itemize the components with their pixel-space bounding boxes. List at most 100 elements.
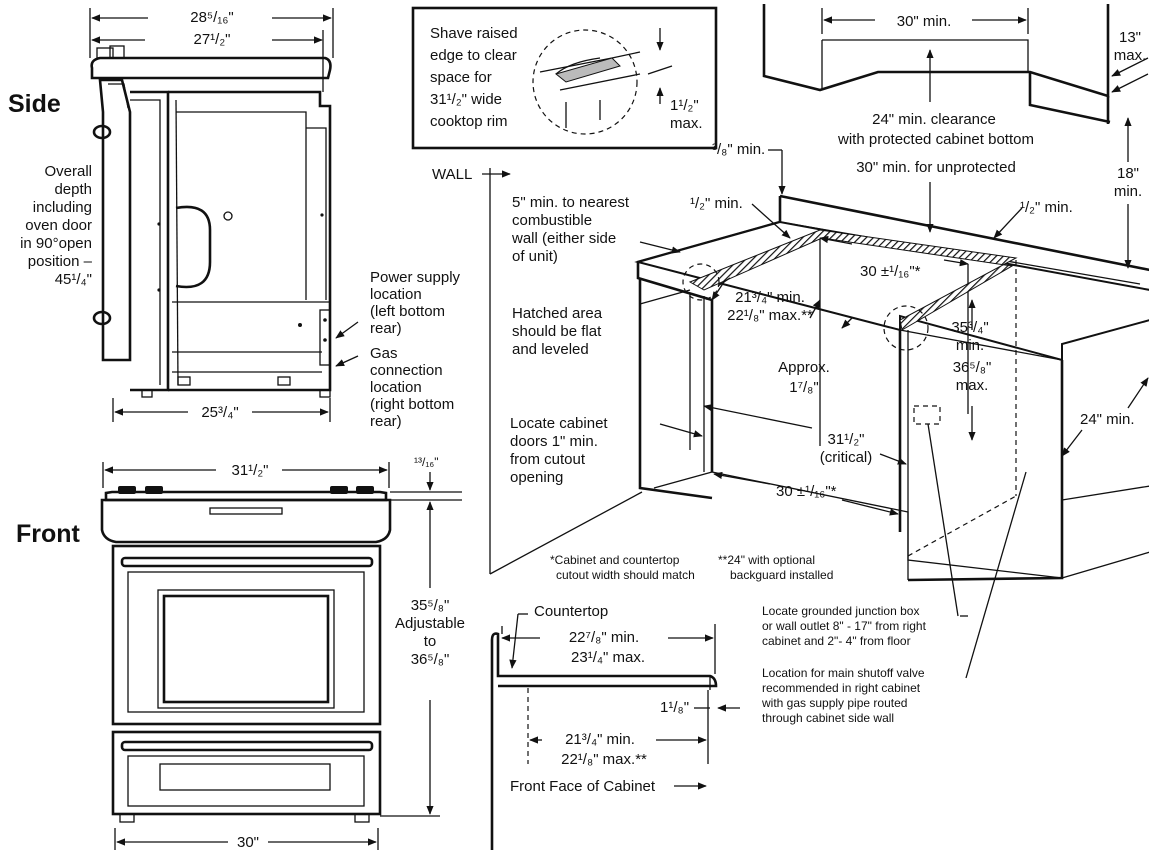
svg-text:24" min. clearance: 24" min. clearance — [872, 111, 996, 128]
side-view-title: Side — [8, 90, 61, 118]
svg-text:cooktop rim: cooktop rim — [430, 113, 508, 130]
cabinet-doors-label: Locate cabinet doors 1" min. from cutout… — [510, 415, 608, 486]
svg-text:to: to — [424, 633, 437, 650]
cutout-width-top: 30 ±¹/₁₆"* — [860, 263, 921, 280]
svg-text:*Cabinet and countertop: *Cabinet and countertop — [550, 553, 680, 567]
svg-text:cutout width should match: cutout width should match — [556, 568, 695, 582]
svg-text:Locate grounded junction box: Locate grounded junction box — [762, 604, 919, 618]
svg-text:Power supply: Power supply — [370, 269, 461, 286]
front-view-range — [100, 486, 392, 823]
critical-width-label: 31¹/₂" (critical) — [820, 431, 873, 466]
svg-text:max.: max. — [670, 115, 703, 132]
svg-text:oven door: oven door — [25, 217, 92, 234]
svg-text:Location for main shutoff valv: Location for main shutoff valve — [762, 666, 925, 680]
svg-text:1⁷/₈": 1⁷/₈" — [789, 379, 818, 396]
svg-text:Adjustable: Adjustable — [395, 615, 465, 632]
countertop-label: Countertop — [534, 603, 608, 620]
svg-text:combustible: combustible — [512, 212, 592, 229]
svg-text:22⁷/₈" min.: 22⁷/₈" min. — [569, 629, 639, 646]
front-rim-dimension: ¹³/₁₆" — [414, 455, 438, 469]
svg-text:Hatched area: Hatched area — [512, 305, 603, 322]
upper-cabinet — [762, 4, 1111, 124]
svg-text:connection: connection — [370, 362, 443, 379]
svg-text:(critical): (critical) — [820, 449, 873, 466]
detail-circle-right — [883, 305, 929, 351]
svg-text:cabinet and 2"- 4" from floor: cabinet and 2"- 4" from floor — [762, 634, 911, 648]
svg-text:30" min. for unprotected: 30" min. for unprotected — [856, 159, 1016, 176]
svg-text:with protected cabinet bottom: with protected cabinet bottom — [837, 131, 1034, 148]
svg-text:depth: depth — [54, 181, 92, 198]
countertop-thickness: 1¹/₈" — [660, 699, 689, 716]
junction-box-outline — [913, 405, 941, 425]
svg-text:including: including — [33, 199, 92, 216]
detail-circle-left — [682, 263, 720, 301]
svg-text:21³/₄" min.: 21³/₄" min. — [565, 731, 635, 748]
svg-text:Approx.: Approx. — [778, 359, 830, 376]
approx-label: Approx. 1⁷/₈" — [778, 359, 830, 396]
backsplash-min: ³/₈" min. — [712, 141, 765, 158]
svg-text:Shave raised: Shave raised — [430, 25, 518, 42]
power-supply-label: Power supply location (left bottom rear) — [370, 269, 461, 337]
min-18-label: 18" min. — [1114, 165, 1142, 200]
half-inch-min-right: ¹/₂" min. — [1020, 199, 1073, 216]
shutoff-valve-note: Location for main shutoff valve recommen… — [761, 666, 925, 725]
svg-text:23¹/₄" max.: 23¹/₄" max. — [571, 649, 645, 666]
side-top-width: 28⁵/₁₆" — [190, 9, 234, 26]
svg-text:22¹/₈" max.**: 22¹/₈" max.** — [561, 751, 647, 768]
cutout-width-bottom: 30 ±¹/₁₆"* — [776, 483, 837, 500]
svg-text:should be flat: should be flat — [512, 323, 602, 340]
front-dimension-lines — [102, 462, 462, 850]
svg-text:recommended in right cabinet: recommended in right cabinet — [762, 681, 921, 695]
half-inch-min-left: ¹/₂" min. — [690, 195, 743, 212]
svg-text:22¹/₈" max.**: 22¹/₈" max.** — [727, 307, 813, 324]
front-top-width: 31¹/₂" — [232, 462, 269, 479]
svg-text:opening: opening — [510, 469, 563, 486]
front-face-label: Front Face of Cabinet — [510, 778, 656, 795]
side-bottom-width: 25³/₄" — [201, 404, 238, 421]
svg-text:in 90°open: in 90°open — [20, 235, 92, 252]
hatched-area-label: Hatched area should be flat and leveled — [512, 305, 603, 358]
side-dimension-lines — [89, 8, 359, 422]
svg-text:rear): rear) — [370, 320, 402, 337]
svg-text:edge to clear: edge to clear — [430, 47, 517, 64]
svg-text:(right bottom: (right bottom — [370, 396, 454, 413]
svg-text:13": 13" — [1119, 29, 1141, 46]
front-view-title: Front — [16, 520, 81, 548]
svg-text:35³/₄": 35³/₄" — [951, 319, 988, 336]
svg-text:36⁵/₈": 36⁵/₈" — [411, 651, 450, 668]
svg-text:space for: space for — [430, 69, 492, 86]
junction-box-note: Locate grounded junction box or wall out… — [762, 604, 927, 648]
svg-text:35⁵/₈": 35⁵/₈" — [411, 597, 450, 614]
side-body-width: 27¹/₂" — [194, 31, 231, 48]
svg-text:5" min. to nearest: 5" min. to nearest — [512, 194, 630, 211]
svg-text:location: location — [370, 379, 422, 396]
svg-text:31¹/₂" wide: 31¹/₂" wide — [430, 91, 502, 108]
svg-text:31¹/₂": 31¹/₂" — [828, 431, 865, 448]
svg-text:1¹/₂": 1¹/₂" — [670, 97, 699, 114]
svg-text:from cutout: from cutout — [510, 451, 586, 468]
cabinet-width-top: 30" min. — [897, 13, 952, 30]
gas-connection-label: Gas connection location (right bottom re… — [370, 345, 454, 430]
svg-text:min.: min. — [956, 337, 984, 354]
front-bottom-width: 30" — [237, 834, 259, 851]
svg-text:min.: min. — [1114, 183, 1142, 200]
svg-text:or wall outlet 8" - 17" from r: or wall outlet 8" - 17" from right — [762, 619, 927, 633]
hatched-area — [688, 229, 1018, 331]
side-cabinet-min: 24" min. — [1080, 411, 1135, 428]
wall-outline — [489, 168, 643, 575]
svg-text:rear): rear) — [370, 413, 402, 430]
svg-text:Gas: Gas — [370, 345, 398, 362]
svg-text:Overall: Overall — [44, 163, 92, 180]
countertop-section — [490, 613, 740, 850]
svg-text:of unit): of unit) — [512, 248, 558, 265]
countertop-and-cabinets — [634, 194, 1149, 582]
side-view-range — [90, 45, 332, 398]
svg-text:with gas supply pipe routed: with gas supply pipe routed — [761, 696, 907, 710]
svg-text:location: location — [370, 286, 422, 303]
svg-text:through cabinet side wall: through cabinet side wall — [762, 711, 894, 725]
section-top-dims: 22⁷/₈" min. 23¹/₄" max. — [569, 629, 645, 666]
shave-note-box — [411, 6, 718, 150]
side-depth-label: Overall depth including oven door in 90°… — [20, 163, 93, 288]
svg-text:wall (either side: wall (either side — [511, 230, 616, 247]
